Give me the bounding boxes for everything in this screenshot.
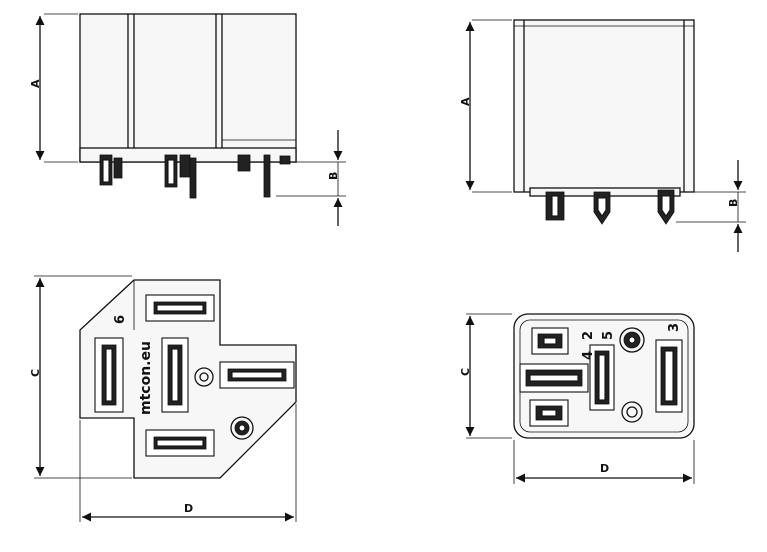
- brand-text: mtcon.eu: [138, 341, 154, 415]
- dim-label-a-front: A: [29, 79, 42, 88]
- pin-number-6: 6: [113, 315, 128, 324]
- dim-label-b-front: B: [327, 172, 340, 180]
- compact-bottom-view: 2 5 4 3 C D: [459, 313, 695, 484]
- dim-label-d-compact: D: [600, 462, 609, 475]
- dim-label-c-bottom: C: [29, 369, 42, 377]
- bottom-view: mtcon.eu 6 C D: [29, 275, 297, 522]
- right-side-view: A B: [459, 19, 746, 252]
- pin-number-3: 3: [667, 323, 682, 332]
- dim-label-c-compact: C: [459, 368, 472, 376]
- dim-label-b-side: B: [727, 199, 740, 207]
- pin-number-4: 4: [581, 351, 596, 360]
- dim-label-d-bottom: D: [184, 502, 193, 515]
- pin-number-5: 5: [601, 331, 616, 340]
- front-side-view: A B: [29, 13, 346, 226]
- pin-number-2: 2: [581, 331, 596, 340]
- dim-label-a-side: A: [459, 97, 472, 106]
